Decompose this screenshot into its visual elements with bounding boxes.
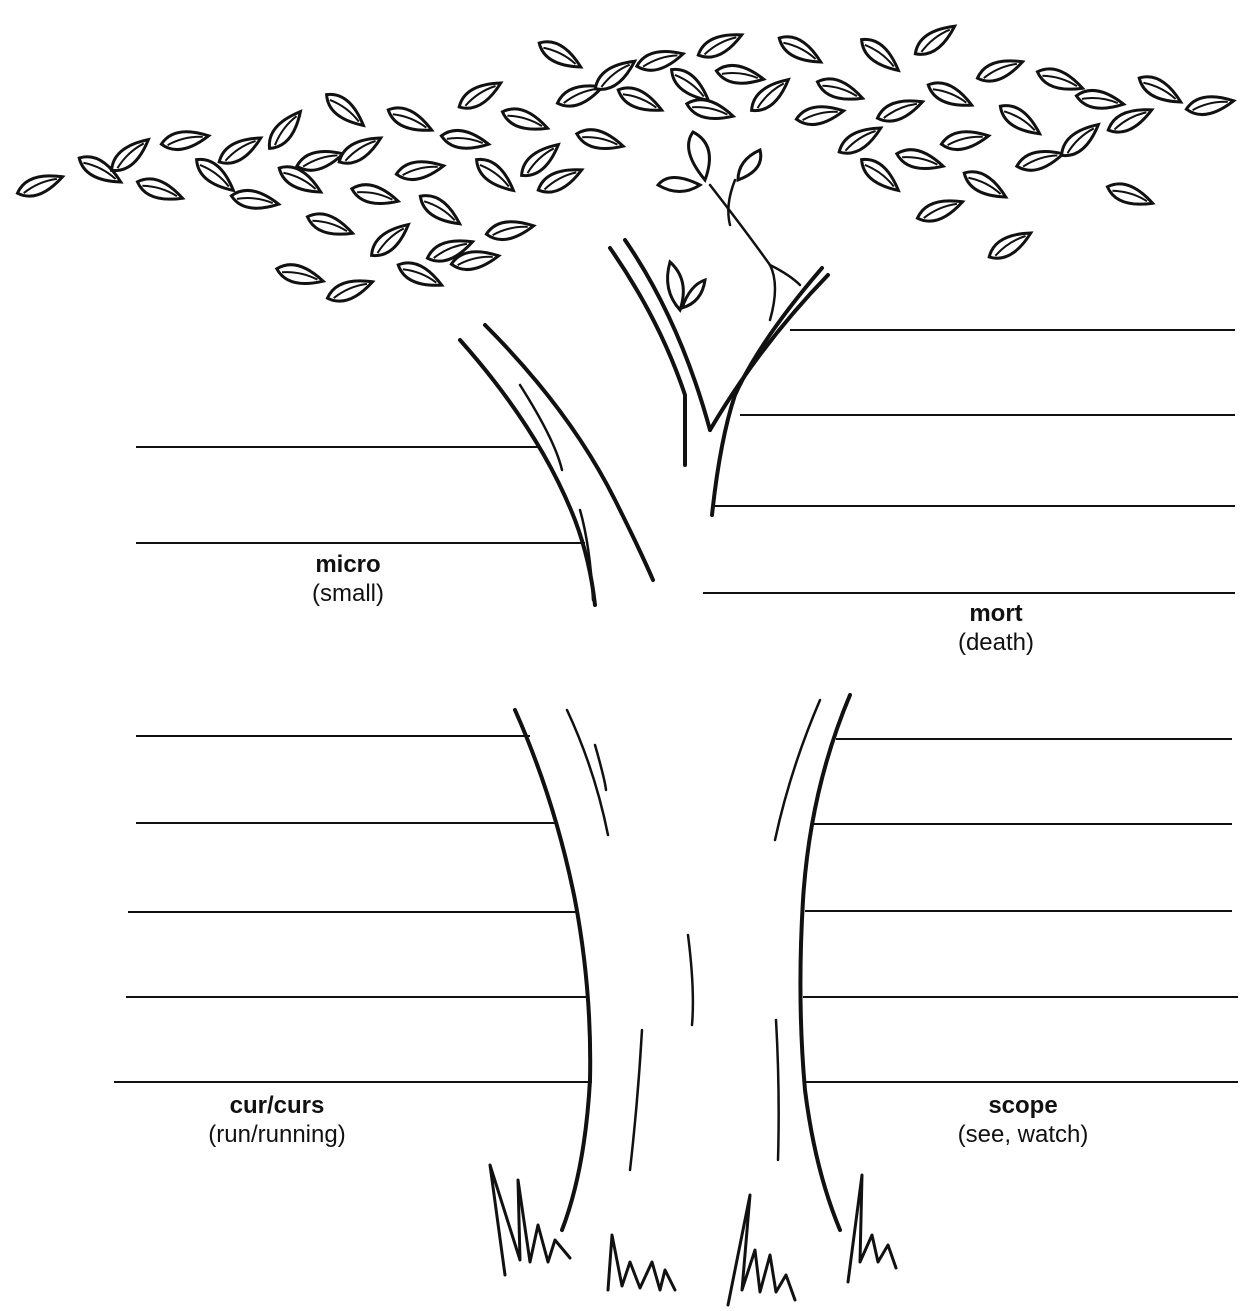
leaf-icon [335, 131, 385, 170]
leaf-icon [835, 121, 885, 160]
leaf-icon [366, 218, 414, 262]
leaf-icon [160, 127, 210, 152]
tree-trunk [515, 695, 850, 1230]
root-word: micro [248, 551, 448, 580]
leaf-icon [385, 102, 436, 138]
root-meaning: (death) [896, 629, 1096, 658]
root-label-scope: scope (see, watch) [923, 1092, 1123, 1150]
leaf-icon [715, 62, 765, 87]
leaf-icon [485, 217, 535, 242]
leaf-icon [856, 33, 904, 77]
leaf-icon [1056, 118, 1104, 162]
leaf-icon [321, 88, 369, 132]
leaf-icon [15, 169, 66, 201]
leaf-icon [535, 36, 585, 75]
leaf-icon [275, 261, 326, 290]
leaf-icon [695, 27, 746, 63]
leaf-icon [795, 102, 845, 127]
leaf-icon [856, 153, 904, 197]
root-word: scope [923, 1092, 1123, 1121]
root-label-cur: cur/curs (run/running) [177, 1092, 377, 1150]
leaf-icon [325, 274, 376, 306]
tree-branches [460, 132, 828, 605]
leaf-icon [135, 174, 186, 206]
leaf-icon [575, 126, 626, 155]
leaf-icon [106, 133, 154, 177]
leaf-icon [455, 76, 505, 115]
root-label-mort: mort (death) [896, 600, 1096, 658]
leaf-icon [415, 189, 464, 230]
leaf-icon [305, 209, 356, 241]
root-meaning: (see, watch) [923, 1121, 1123, 1150]
leaf-icon [295, 146, 346, 175]
leaf-icon [960, 166, 1010, 205]
leaf-icon [775, 31, 825, 70]
writing-lines [114, 330, 1238, 1082]
leaf-icon [915, 194, 966, 226]
root-word: mort [896, 600, 1096, 629]
leaf-icon [1105, 179, 1156, 211]
leaf-icon [350, 181, 401, 210]
leaf-icon [215, 131, 265, 170]
leaf-icon [1035, 64, 1086, 96]
root-meaning: (run/running) [177, 1121, 377, 1150]
leaf-icon [685, 96, 736, 125]
root-meaning: (small) [248, 580, 448, 609]
leaf-icon [940, 127, 990, 152]
leaf-icon [815, 74, 866, 106]
leaf-icon [395, 157, 445, 182]
tree-canopy [15, 19, 1236, 306]
leaf-icon [875, 94, 926, 126]
leaf-icon [615, 82, 666, 118]
leaf-icon [910, 19, 959, 60]
leaf-icon [1185, 92, 1235, 117]
leaf-icon [995, 99, 1044, 140]
root-label-micro: micro (small) [248, 551, 448, 609]
grass-tufts [490, 1165, 896, 1305]
leaf-icon [975, 54, 1026, 86]
leaf-icon [263, 106, 307, 154]
leaf-icon [471, 153, 519, 197]
leaf-icon [1015, 146, 1066, 175]
leaf-icon [985, 226, 1035, 265]
root-word: cur/curs [177, 1092, 377, 1121]
leaf-icon [895, 146, 946, 175]
leaf-icon [1075, 87, 1125, 112]
leaf-icon [230, 187, 280, 212]
leaf-icon [500, 104, 551, 136]
leaf-icon [1135, 71, 1185, 110]
leaf-icon [440, 127, 490, 152]
leaf-icon [925, 77, 976, 113]
